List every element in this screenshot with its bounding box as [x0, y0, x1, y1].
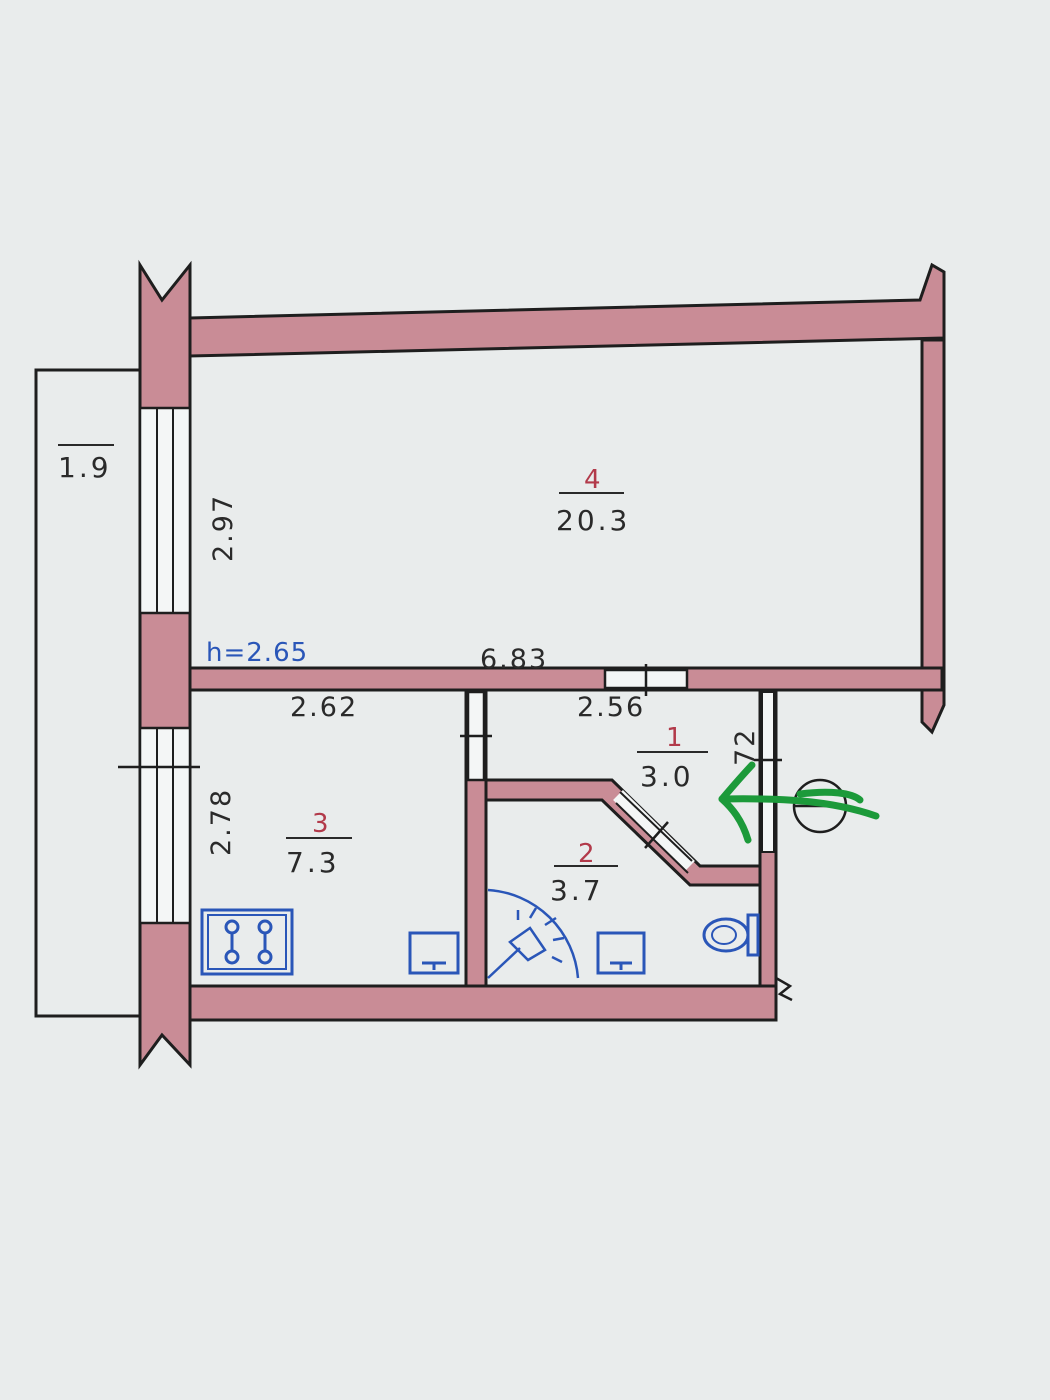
window-kitchen: [118, 726, 200, 925]
room-2-area: 3.7: [550, 874, 604, 907]
ceiling-height-label: h=2.65: [206, 638, 308, 668]
entrance-door: [754, 691, 782, 853]
door-kitchen: [460, 690, 492, 782]
dim-room4-height: 2.97: [208, 494, 239, 562]
dim-room1-side: 72: [730, 728, 761, 766]
bathroom-sink-icon: [596, 931, 646, 975]
toilet-icon: [702, 913, 760, 957]
wall-break-mark: [775, 976, 793, 1002]
room-3-number: 3: [312, 809, 330, 839]
shower-icon: [487, 888, 580, 979]
dim-room1-width: 2.56: [577, 692, 645, 723]
balcony-area: 1.9: [58, 451, 112, 484]
entrance-arrow-icon: [718, 761, 880, 844]
dim-room3-width: 2.62: [290, 692, 358, 723]
sink-icon: [408, 931, 460, 975]
room-4-area: 20.3: [556, 504, 630, 537]
dim-overall-width: 6.83: [480, 644, 548, 675]
door-bathroom: [613, 790, 695, 874]
room-1-number: 1: [666, 723, 684, 753]
room-4-number: 4: [584, 465, 602, 495]
room-2-number: 2: [578, 839, 596, 869]
room-1-area: 3.0: [640, 760, 694, 793]
stove-icon: [200, 908, 294, 976]
dim-room3-height: 2.78: [206, 788, 237, 856]
room-3-area: 7.3: [286, 846, 340, 879]
area-fraction-lines: [58, 444, 708, 867]
door-room4: [603, 664, 689, 696]
window-room4: [138, 406, 192, 615]
